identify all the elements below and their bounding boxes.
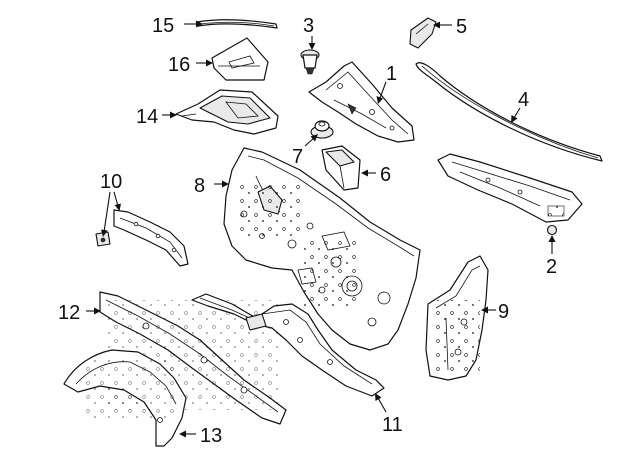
callout-12: 12 bbox=[58, 302, 80, 324]
callout-10: 10 bbox=[100, 171, 122, 193]
callout-labels: 15 16 3 5 1 4 14 7 6 8 2 10 9 12 11 13 bbox=[58, 15, 557, 447]
part-16-cover-panel bbox=[211, 37, 269, 81]
part-1-cowl-panel bbox=[308, 61, 415, 143]
callout-2: 2 bbox=[546, 256, 557, 278]
callout-4: 4 bbox=[518, 89, 529, 111]
part-5-bracket bbox=[409, 17, 437, 49]
part-8-dash-panel bbox=[223, 147, 421, 351]
part-13-wheelhouse bbox=[63, 349, 187, 447]
callout-1: 1 bbox=[386, 63, 397, 85]
part-15-seal-strip bbox=[196, 19, 278, 29]
part-14-duct-box bbox=[175, 89, 279, 135]
callout-16: 16 bbox=[168, 54, 190, 76]
callout-7: 7 bbox=[292, 146, 303, 168]
part-10-reinforcement bbox=[95, 209, 189, 267]
callout-5: 5 bbox=[456, 16, 467, 38]
part-4-weatherstrip bbox=[415, 62, 603, 162]
part-6-bracket-block bbox=[321, 145, 361, 191]
callout-14: 14 bbox=[136, 106, 158, 128]
part-3-clip bbox=[300, 49, 320, 75]
callout-11: 11 bbox=[382, 414, 403, 436]
part-cowl-lower-right bbox=[437, 153, 583, 236]
callout-9: 9 bbox=[498, 301, 509, 323]
callout-3: 3 bbox=[303, 15, 314, 37]
callout-13: 13 bbox=[200, 425, 222, 447]
leader-lines bbox=[86, 20, 556, 438]
callout-6: 6 bbox=[380, 164, 391, 186]
part-11-crossmember bbox=[191, 293, 385, 397]
callout-8: 8 bbox=[194, 175, 205, 197]
callout-15: 15 bbox=[152, 15, 174, 37]
part-9-side-pillar bbox=[425, 255, 489, 381]
